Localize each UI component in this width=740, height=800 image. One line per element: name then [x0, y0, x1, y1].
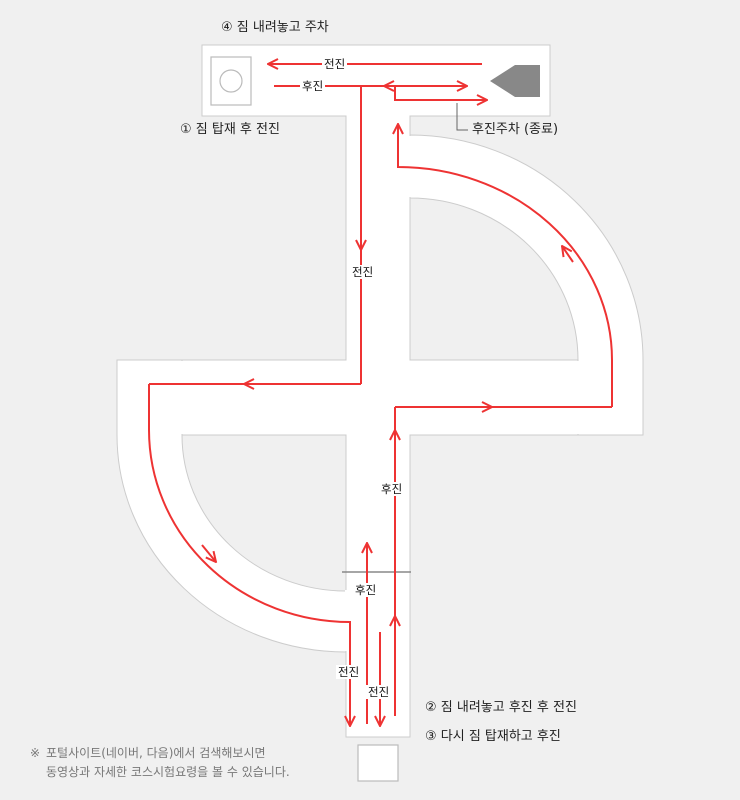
step4-label: ④ 짐 내려놓고 주차 — [221, 20, 329, 35]
step2-label: ② 짐 내려놓고 후진 후 전진 — [425, 700, 577, 715]
route-label-bottom-forward-mid: 전진 — [366, 685, 392, 699]
upper-right-curve — [409, 134, 644, 436]
route-label-lower-reverse: 후진 — [379, 482, 405, 496]
route-label-top-forward: 전진 — [322, 57, 348, 71]
note-line2: 동영상과 자세한 코스시험요령을 볼 수 있습니다. — [46, 765, 290, 779]
end-pointer-line — [456, 103, 468, 131]
route-label-vertical-forward: 전진 — [350, 265, 376, 279]
route-label-top-reverse: 후진 — [300, 79, 326, 93]
end-label: 후진주차 (종료) — [472, 122, 559, 137]
route-label-bottom-reverse: 후진 — [353, 583, 379, 597]
route-lower-left-curve — [148, 384, 351, 724]
note-line1: 포털사이트(네이버, 다음)에서 검색해보시면 — [46, 746, 266, 760]
route-upper-right-curve — [397, 130, 613, 407]
fixtures — [210, 56, 540, 782]
cargo-circle — [219, 69, 243, 93]
route-label-bottom-forward-left: 전진 — [336, 665, 362, 679]
bottom-box — [357, 744, 399, 782]
step3-label: ③ 다시 짐 탑재하고 후진 — [425, 729, 561, 744]
parking-target-shape — [490, 65, 540, 97]
route-lower-left-arrow — [201, 544, 216, 562]
note-mark: ※ — [30, 746, 41, 760]
step1-label: ① 짐 탑재 후 전진 — [180, 122, 280, 137]
route-upper-right-arrow — [562, 246, 574, 263]
route-final-reverse — [394, 86, 487, 100]
